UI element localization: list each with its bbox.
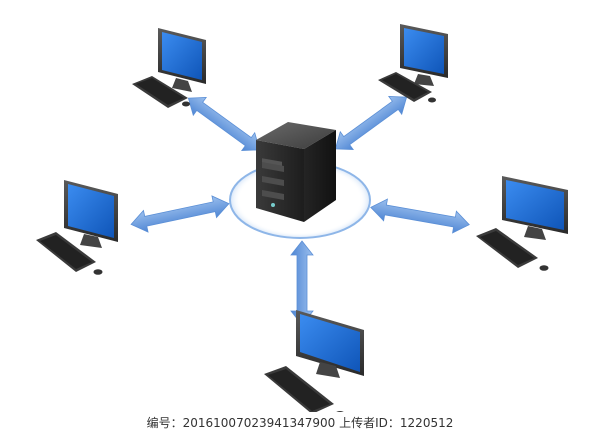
desktop-computer-icon	[378, 24, 448, 103]
desktop-computer-icon	[132, 28, 206, 108]
desktop-computer-icon	[264, 310, 364, 417]
desktop-computer-icon	[476, 176, 568, 271]
arrow-to-pc-left	[130, 195, 230, 233]
arrow-to-pc-right	[370, 198, 470, 234]
arrow-to-pc-top-right	[334, 96, 408, 150]
arrow-to-pc-top-left	[187, 97, 261, 151]
footer-bar	[0, 412, 600, 445]
server-tower-icon	[256, 122, 336, 222]
image-caption: 编号：20161007023941347900 上传者ID：1220512	[146, 416, 454, 430]
desktop-computer-icon	[36, 180, 118, 275]
